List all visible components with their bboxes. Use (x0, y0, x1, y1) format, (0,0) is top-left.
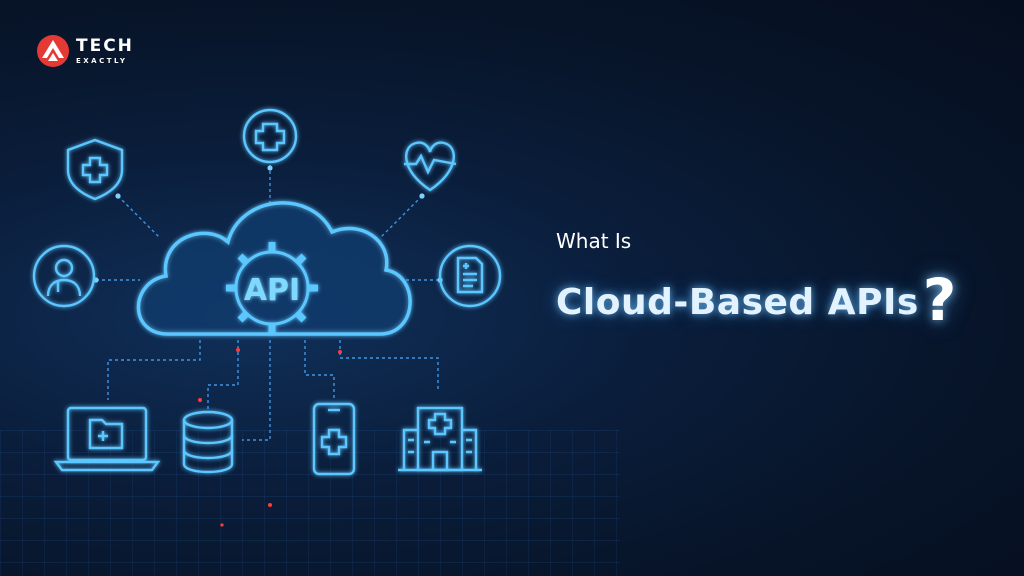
headline: What Is Cloud-Based APIs ? (556, 229, 956, 329)
doctor-icon (32, 244, 96, 308)
shield-medical-icon (66, 138, 124, 201)
brand-logo[interactable]: TECH EXACTLY (36, 34, 134, 68)
laptop-folder-icon (53, 406, 161, 472)
cloud-api-illustration: API (32, 108, 502, 527)
medical-report-icon (438, 244, 502, 308)
database-icon (182, 410, 234, 474)
api-label: API (244, 273, 300, 308)
question-mark: ? (922, 266, 957, 334)
gear-icon (226, 242, 318, 334)
cloud-icon (136, 201, 412, 336)
medical-cross-icon (242, 108, 298, 164)
connector-lines (96, 165, 440, 441)
logo-tagline: EXACTLY (76, 56, 128, 65)
logo-name: TECH (76, 35, 134, 56)
grid-floor-background (0, 430, 620, 576)
headline-kicker: What Is (556, 229, 632, 253)
headline-title: Cloud-Based APIs (556, 282, 919, 323)
smartphone-medical-icon (312, 402, 356, 476)
hospital-icon (398, 406, 482, 472)
heartbeat-icon (404, 141, 457, 192)
logo-mark-icon (37, 35, 69, 67)
node-dots (93, 165, 443, 283)
signal-dots (198, 348, 342, 527)
